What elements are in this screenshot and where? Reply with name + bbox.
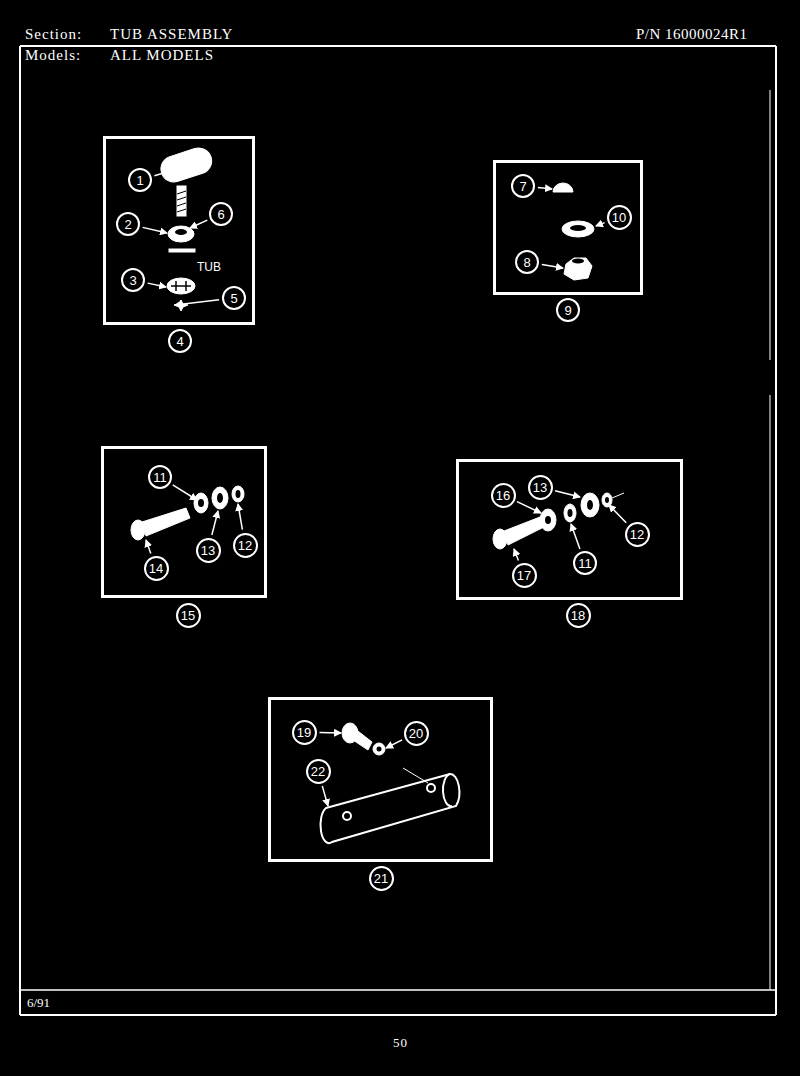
callout-number: 12 [630,528,644,541]
assembly-panel: 15 11 13 12 14 [101,446,267,631]
assembly-callout: 4 [168,329,192,353]
leader-arrow [143,227,167,233]
leader-arrow [596,223,605,226]
callout-number: 10 [612,211,626,224]
callout-number: 17 [517,569,531,582]
callout-number: 3 [129,274,136,287]
callout-circle: 12 [625,522,650,547]
leader-arrow [154,170,174,176]
assembly-callout: 21 [369,866,394,891]
assembly-panel: 18 16 13 12 11 17 [456,459,683,631]
leader-arrow [238,504,242,530]
callout-circle: 12 [233,533,258,558]
callout-number: 15 [181,609,195,622]
callout-circle: 11 [573,551,597,575]
callout-number: 19 [297,726,311,739]
leader-arrow [517,502,541,513]
leader-arrow [571,524,580,549]
leader-arrow [175,300,219,305]
leader-arrow [146,540,151,553]
callout-number: 12 [238,539,252,552]
callout-circle: 14 [144,556,169,581]
page-text: P/N 16000024R1 [636,26,748,43]
leader-arrow [148,283,166,287]
callout-circle: 6 [209,202,233,226]
callout-circle: 13 [528,475,553,500]
callout-number: 16 [496,489,510,502]
callout-circle: 11 [148,465,172,489]
leader-arrow [173,485,197,500]
page-text: 6/91 [27,996,50,1010]
page-text: TUB ASSEMBLY [110,26,233,43]
callout-number: 4 [176,335,183,348]
page-text: Section: [25,26,82,43]
leader-arrow [538,188,552,189]
callout-number: 5 [230,292,237,305]
leader-arrow [386,740,402,748]
assembly-callout: 9 [556,298,580,322]
leader-arrow [514,549,518,561]
callout-number: 13 [533,481,547,494]
leader-arrow [319,732,341,734]
leader-arrow [212,511,218,535]
part-label: TUB [197,261,221,274]
callout-number: 14 [149,562,163,575]
assembly-callout: 15 [176,603,201,628]
callout-number: 1 [136,174,143,187]
callout-circle: 8 [515,250,539,274]
callout-circle: 5 [222,286,246,310]
callout-circle: 13 [196,538,221,563]
callout-circle: 1 [128,168,152,192]
callout-circle: 3 [121,268,145,292]
callout-circle: 7 [511,174,535,198]
page-text: ALL MODELS [110,47,214,64]
leader-arrow [190,220,207,228]
assembly-callout: 18 [566,603,591,628]
leader-arrow [555,491,580,497]
callout-circle: 19 [292,720,317,745]
callout-circle: 16 [491,483,516,508]
callout-circle: 2 [116,212,140,236]
callout-number: 11 [153,471,167,484]
callout-number: 22 [311,765,325,778]
callout-circle: 17 [512,563,537,588]
callout-number: 18 [571,609,585,622]
leader-arrow [322,786,328,806]
page-text: Models: [25,47,81,64]
callout-number: 9 [564,304,571,317]
callout-number: 8 [523,256,530,269]
leader-arrow [542,264,563,268]
callout-number: 20 [409,727,423,740]
callout-circle: 20 [404,721,429,746]
panel-border [101,446,267,598]
leader-arrow [609,505,626,523]
callout-number: 13 [201,544,215,557]
callout-circle: 10 [607,205,632,230]
assembly-panel: 4 1 2 6 3 5 [103,136,255,357]
page-text: 50 [393,1036,408,1050]
callout-number: 6 [217,208,224,221]
callout-number: 11 [578,557,592,570]
callout-number: 21 [374,872,388,885]
callout-circle: 22 [306,759,331,784]
callout-number: 7 [519,180,526,193]
assembly-panel: 21 19 20 22 [268,697,493,894]
callout-number: 2 [124,218,131,231]
assembly-panel: 9 7 10 8 [493,160,643,326]
